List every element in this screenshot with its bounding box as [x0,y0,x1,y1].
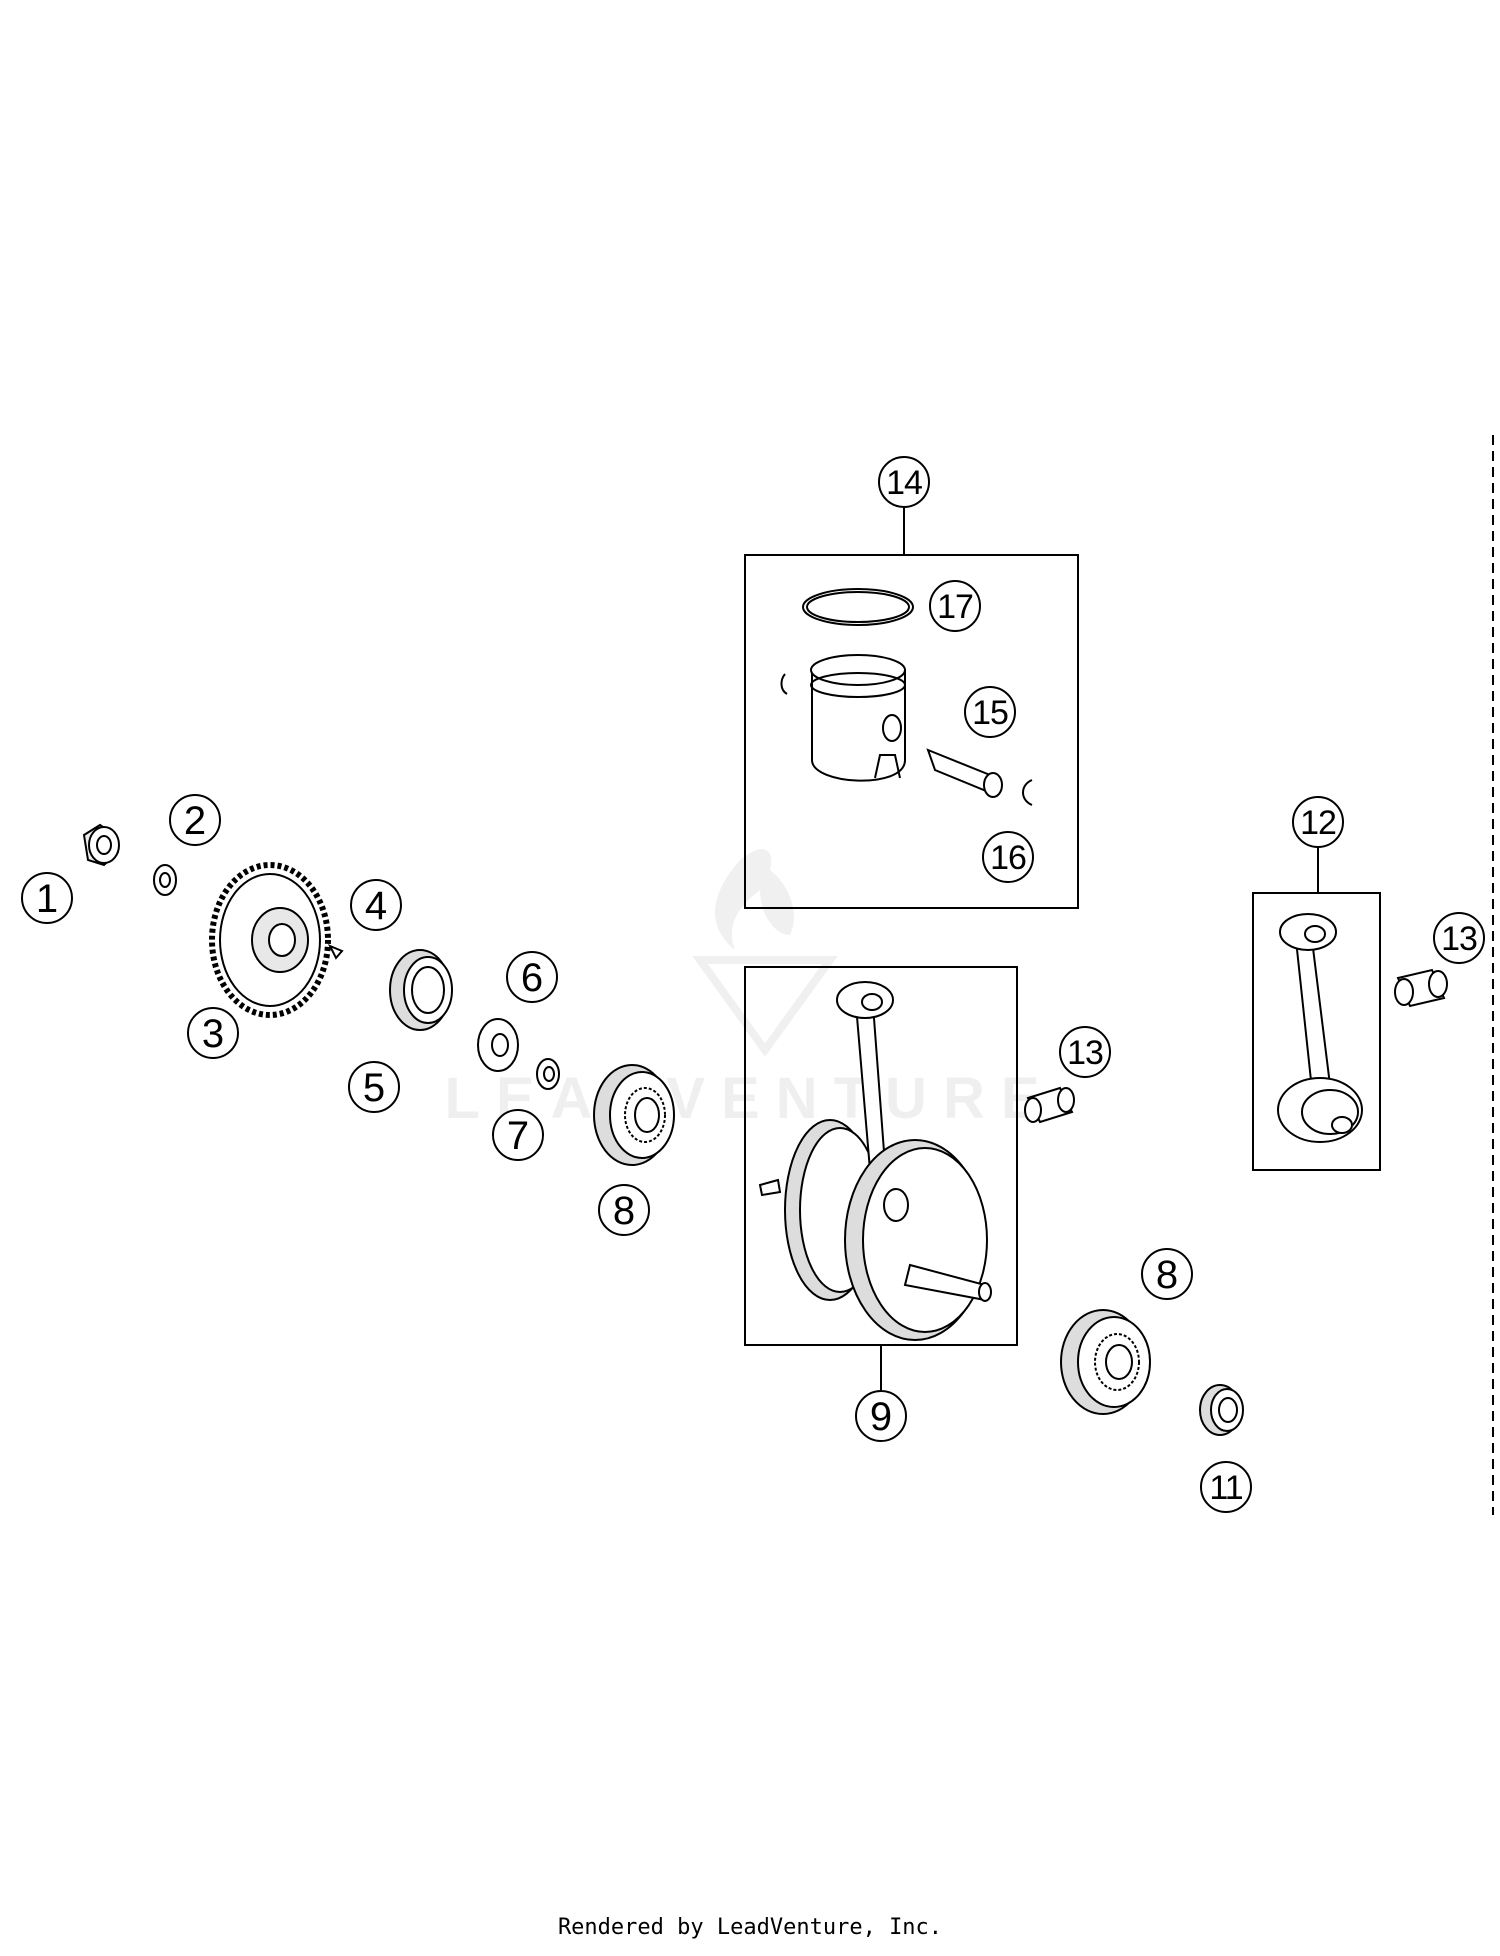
nut-part [82,823,120,867]
callout-7-label: 7 [507,1114,529,1158]
watermark: LEADVENTURE [444,849,1040,1131]
callout-13-right-label: 13 [1441,920,1477,958]
callout-8-right-label: 8 [1156,1253,1178,1297]
piston-kit-box [744,554,1079,909]
callout-8-left-label: 8 [613,1189,635,1233]
piston-ring-part [802,588,914,626]
callout-3[interactable]: 3 [187,1007,239,1059]
woodruff-key-part [327,944,344,960]
callout-9[interactable]: 9 [855,1390,907,1442]
callout-15-label: 15 [972,694,1008,732]
watermark-flame-icon [715,849,794,950]
watermark-logo-icon [692,956,838,1057]
callout-14-label: 14 [886,464,922,502]
callout-4[interactable]: 4 [350,879,402,931]
callout-4-label: 4 [365,884,387,928]
piston-part [780,654,906,782]
connecting-rod-part [1277,913,1363,1143]
ball-bearing-part-left [593,1064,675,1166]
washer-7-part [536,1058,560,1090]
callout-17-label: 17 [937,588,973,626]
washer-part [153,864,177,896]
callout-13-right[interactable]: 13 [1433,912,1485,964]
conrod-box [1252,892,1381,1171]
callout-5[interactable]: 5 [348,1061,400,1113]
shaft-seal-part [389,949,453,1031]
callout-1[interactable]: 1 [21,872,73,924]
callout-1-label: 1 [36,877,58,921]
callout-13-mid[interactable]: 13 [1059,1026,1111,1078]
callout-2[interactable]: 2 [169,794,221,846]
callout-8-right[interactable]: 8 [1141,1248,1193,1300]
callout-2-label: 2 [184,799,206,843]
render-credit: Rendered by LeadVenture, Inc. [557,1915,943,1940]
callout-14[interactable]: 14 [878,456,930,508]
crankshaft-part [758,981,992,1341]
needle-bearing-part-right [1394,968,1448,1008]
circlip-part [1022,779,1033,806]
callout-11-label: 11 [1209,1469,1242,1507]
seal-ring-part [1199,1384,1244,1436]
callout-6[interactable]: 6 [506,951,558,1003]
callout-7[interactable]: 7 [492,1109,544,1161]
callout-8-left[interactable]: 8 [598,1184,650,1236]
callout-16-label: 16 [990,839,1026,877]
callout-6-label: 6 [521,956,543,1000]
callout-3-label: 3 [202,1012,224,1056]
washer-6-part [477,1018,519,1072]
needle-bearing-part-mid [1024,1086,1075,1124]
callout-16[interactable]: 16 [982,831,1034,883]
callout-5-label: 5 [363,1066,385,1110]
callout-12[interactable]: 12 [1292,796,1344,848]
callout-9-label: 9 [870,1395,892,1439]
callout-15[interactable]: 15 [964,686,1016,738]
callout-17[interactable]: 17 [929,580,981,632]
gear-part [209,862,331,1018]
callout-11[interactable]: 11 [1200,1461,1252,1513]
callout-13-mid-label: 13 [1067,1034,1103,1072]
ball-bearing-part-right [1060,1309,1151,1415]
callout-12-label: 12 [1300,804,1336,842]
piston-pin-part [926,748,1003,798]
